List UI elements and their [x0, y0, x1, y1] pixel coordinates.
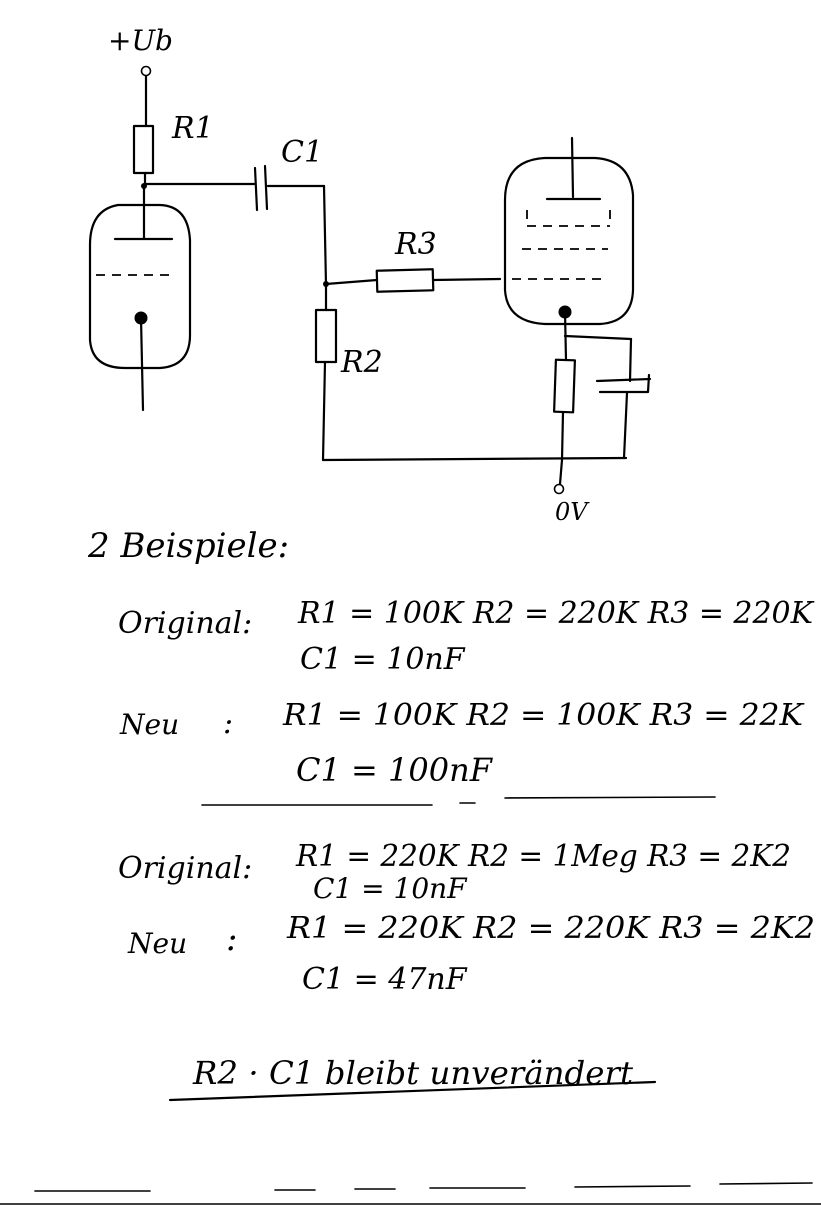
conclusion-underline [168, 1080, 657, 1102]
ex2-neu-label: Neu [127, 927, 187, 960]
ex1-neu-capacitor: C1 = 100nF [296, 751, 494, 789]
supply-label: +Ub [108, 24, 173, 57]
ex1-neu-resistors: R1 = 100K R2 = 100K R3 = 22K [282, 698, 805, 733]
resistor-r2 [314, 283, 338, 462]
r3-label: R3 [394, 227, 437, 262]
r2-label: R2 [340, 345, 383, 380]
right-tube-pentode [503, 136, 635, 326]
scan-edge-marks [0, 1182, 821, 1205]
ex1-original-capacitor: C1 = 10nF [300, 642, 466, 677]
ex2-neu-capacitor: C1 = 47nF [302, 962, 468, 997]
resistor-r1 [132, 124, 155, 189]
r1-label: R1 [171, 111, 214, 146]
ex2-original-capacitor: C1 = 10nF [313, 872, 468, 905]
resistor-r3 [324, 268, 502, 293]
ex1-original-label: Original: [118, 606, 252, 641]
supply-terminal [140, 65, 152, 128]
ex2-neu-resistors: R1 = 220K R2 = 220K R3 = 2K2 [286, 911, 815, 946]
left-tube-triode [88, 185, 192, 412]
c1-label: C1 [281, 135, 323, 170]
ex1-original-resistors: R1 = 100K R2 = 220K R3 = 220K [297, 596, 815, 631]
ex1-neu-label: Neu [119, 708, 179, 741]
separator-line [201, 796, 716, 806]
ex2-original-resistors: R1 = 220K R2 = 1Meg R3 = 2K2 [295, 839, 791, 874]
ground-label: 0V [555, 498, 590, 526]
notes-heading: 2 Beispiele: [87, 526, 289, 566]
ex1-neu-colon: : [223, 706, 233, 741]
ex2-original-label: Original: [118, 851, 252, 886]
capacitor-c1 [144, 164, 328, 287]
cathode-network [552, 310, 652, 462]
ground-rail [321, 456, 628, 495]
ex2-neu-colon: : [226, 919, 237, 959]
